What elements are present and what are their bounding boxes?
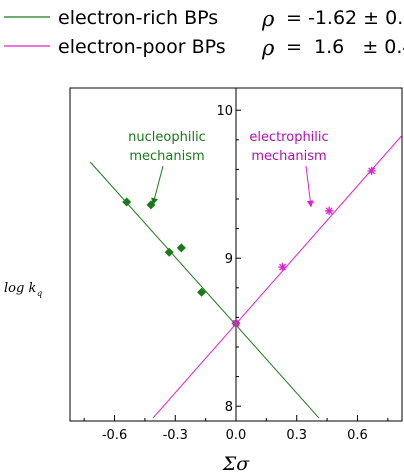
legend: electron-rich BPs ρ = -1.62 ± 0.2 electr… — [4, 7, 404, 60]
data-points — [122, 166, 376, 328]
legend-rho-value-electron-poor: = 1.6 ± 0.4 — [286, 36, 404, 58]
point-electron-poor — [278, 262, 287, 272]
x-axis-label: Σσ — [222, 453, 250, 475]
x-tick-label: -0.3 — [163, 428, 188, 443]
legend-rho-symbol-electron-rich: ρ — [261, 7, 275, 31]
point-electron-poor — [231, 319, 241, 328]
x-tick-label: 0.3 — [286, 428, 307, 443]
point-electron-rich — [122, 197, 132, 207]
y-tick-label: 9 — [225, 252, 233, 267]
y-tick-label: 10 — [216, 104, 233, 119]
x-axis: -0.6 -0.3 0.0 0.3 0.6 — [83, 415, 389, 443]
fit-lines — [89, 135, 403, 419]
fit-line-electron-poor — [152, 135, 403, 419]
y-tick-label: 8 — [225, 400, 233, 415]
y-axis-label: log k — [4, 281, 36, 296]
point-electron-poor — [324, 206, 334, 216]
x-tick-label: 0.0 — [226, 428, 247, 443]
point-electron-poor — [367, 166, 376, 176]
point-electron-rich — [197, 287, 207, 297]
annotation-nucleophilic-line1: nucleophilic — [128, 130, 206, 145]
annotation-arrow-nucleophilic — [151, 165, 164, 206]
annotation-electrophilic-line2: mechanism — [251, 149, 326, 164]
annotations: nucleophilic mechanism electrophilic mechan… — [128, 130, 329, 208]
x-tick-label: 0.6 — [347, 428, 368, 443]
legend-entry-electron-poor: electron-poor BPs ρ = 1.6 ± 0.4 — [4, 36, 404, 60]
y-axis: 8 9 10 — [216, 88, 241, 421]
legend-rho-value-electron-rich: = -1.62 ± 0.2 — [286, 7, 404, 29]
legend-rho-symbol-electron-poor: ρ — [261, 36, 275, 60]
legend-label-electron-rich: electron-rich BPs — [58, 7, 218, 29]
legend-entry-electron-rich: electron-rich BPs ρ = -1.62 ± 0.2 — [4, 7, 404, 31]
x-tick-label: -0.6 — [102, 428, 127, 443]
annotation-arrow-electrophilic — [305, 165, 314, 208]
annotation-electrophilic-line1: electrophilic — [249, 130, 328, 145]
y-axis-label-subscript: q — [37, 289, 42, 298]
point-electron-rich — [176, 243, 186, 253]
annotation-nucleophilic-line2: mechanism — [129, 149, 204, 164]
legend-label-electron-poor: electron-poor BPs — [58, 36, 226, 58]
point-electron-rich — [164, 247, 174, 257]
